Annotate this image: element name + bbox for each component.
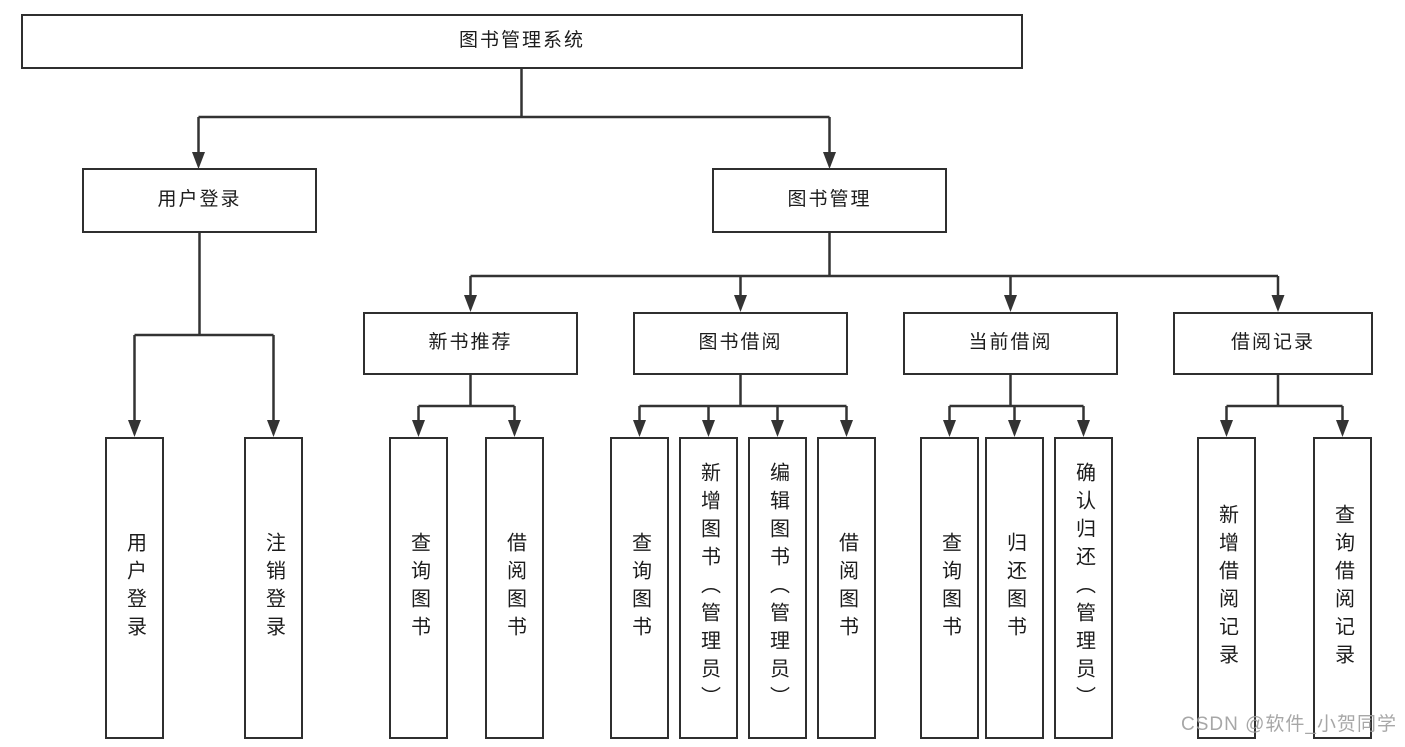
arrowhead (267, 420, 280, 437)
node-book-borrowing: 图书借阅 (633, 312, 848, 375)
node-book-management: 图书管理 (712, 168, 947, 233)
connector-current-borrowing-branch (943, 375, 1090, 437)
arrowhead (1008, 420, 1021, 437)
leaf-add-book-admin-label: 新增图书（管理员） (697, 462, 720, 714)
leaf-query-borrow-record-label: 查询借阅记录 (1331, 504, 1354, 672)
leaf-add-borrow-record-label: 新增借阅记录 (1215, 504, 1238, 672)
node-new-book-recommend: 新书推荐 (363, 312, 578, 375)
leaf-logout: 注销登录 (244, 437, 303, 739)
leaf-user-login: 用户登录 (105, 437, 164, 739)
node-user-login-label: 用户登录 (157, 189, 242, 211)
leaf-confirm-return-admin-label: 确认归还（管理员） (1072, 462, 1095, 714)
arrowhead (464, 295, 477, 312)
leaf-confirm-return-admin: 确认归还（管理员） (1054, 437, 1113, 739)
arrowhead (128, 420, 141, 437)
node-new-book-recommend-label: 新书推荐 (428, 332, 513, 354)
node-library-management-system-label: 图书管理系统 (458, 30, 585, 52)
node-book-management-label: 图书管理 (787, 189, 872, 211)
arrowhead (771, 420, 784, 437)
connector-user-login-branch (128, 233, 280, 437)
node-current-borrowing-label: 当前借阅 (968, 332, 1053, 354)
leaf-query-borrow-record: 查询借阅记录 (1313, 437, 1372, 739)
node-library-management-system: 图书管理系统 (21, 14, 1023, 69)
connector-new-book-branch (412, 375, 521, 437)
leaf-query-books-recommend: 查询图书 (389, 437, 448, 739)
arrowhead (1220, 420, 1233, 437)
leaf-query-books-borrowing-label: 查询图书 (628, 532, 651, 644)
arrowhead (943, 420, 956, 437)
leaf-query-books-recommend-label: 查询图书 (407, 532, 430, 644)
csdn-watermark: CSDN @软件_小贺同学 (1181, 714, 1397, 735)
arrowhead (1077, 420, 1090, 437)
leaf-edit-book-admin: 编辑图书（管理员） (748, 437, 807, 739)
connector-book-borrowing-branch (633, 375, 853, 437)
node-book-borrowing-label: 图书借阅 (698, 332, 783, 354)
node-borrowing-records: 借阅记录 (1173, 312, 1373, 375)
leaf-query-books-current: 查询图书 (920, 437, 979, 739)
leaf-add-borrow-record: 新增借阅记录 (1197, 437, 1256, 739)
node-borrowing-records-label: 借阅记录 (1230, 332, 1315, 354)
arrowhead (192, 152, 205, 169)
arrowhead (1004, 295, 1017, 312)
node-user-login: 用户登录 (82, 168, 317, 233)
leaf-query-books-current-label: 查询图书 (938, 532, 961, 644)
leaf-logout-label: 注销登录 (262, 532, 285, 644)
leaf-borrow-books-recommend-label: 借阅图书 (503, 532, 526, 644)
node-current-borrowing: 当前借阅 (903, 312, 1118, 375)
arrowhead (840, 420, 853, 437)
arrowhead (412, 420, 425, 437)
arrowhead (823, 152, 836, 169)
connector-root-to-level2 (192, 69, 836, 169)
leaf-add-book-admin: 新增图书（管理员） (679, 437, 738, 739)
leaf-user-login-label: 用户登录 (123, 532, 146, 644)
arrowhead (633, 420, 646, 437)
arrowhead (734, 295, 747, 312)
leaf-return-books-label: 归还图书 (1003, 532, 1026, 644)
arrowhead (1336, 420, 1349, 437)
connector-book-management-branch (464, 233, 1285, 312)
leaf-borrow-books-recommend: 借阅图书 (485, 437, 544, 739)
leaf-borrow-books-borrowing-label: 借阅图书 (835, 532, 858, 644)
leaf-return-books: 归还图书 (985, 437, 1044, 739)
arrowhead (508, 420, 521, 437)
leaf-query-books-borrowing: 查询图书 (610, 437, 669, 739)
connector-borrowing-records-branch (1220, 375, 1349, 437)
leaf-edit-book-admin-label: 编辑图书（管理员） (766, 462, 789, 714)
arrowhead (702, 420, 715, 437)
arrowhead (1271, 295, 1285, 312)
leaf-borrow-books-borrowing: 借阅图书 (817, 437, 876, 739)
